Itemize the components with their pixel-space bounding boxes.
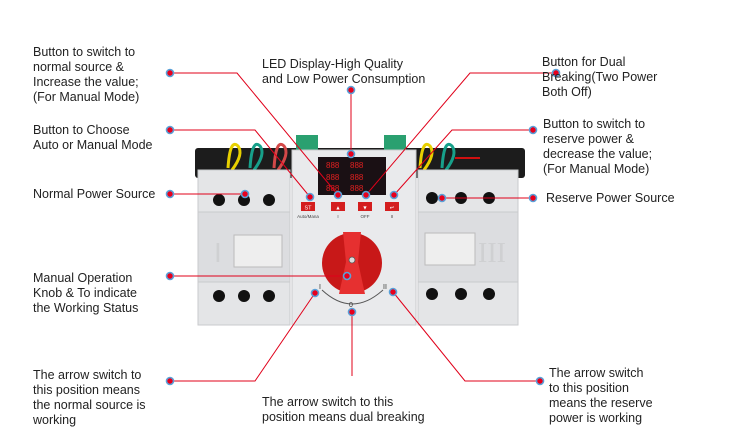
leader-line-arrow-normal — [170, 292, 316, 382]
label-reserve-power: Reserve Power Source — [546, 191, 675, 205]
control-buttons: ST ▲ ▼ ↵ Auto/Mana I OFF II — [297, 202, 399, 219]
marker-dots — [165, 68, 561, 386]
right-nameplate — [424, 232, 476, 266]
button-glyph: ↵ — [390, 206, 395, 212]
wire — [272, 142, 288, 171]
wire — [440, 142, 456, 171]
terminal-connector — [296, 135, 318, 153]
leader-line-dual-button — [365, 72, 556, 196]
label-reserve-button: Button to switch to reserve power & decr… — [543, 117, 653, 176]
button-caption: Auto/Mana — [297, 214, 319, 219]
marker-dot — [535, 376, 545, 386]
auto-manual-button[interactable] — [301, 202, 315, 211]
terminal-connector — [384, 135, 406, 153]
button-caption: OFF — [361, 214, 370, 219]
svg-text:888: 888 — [326, 161, 340, 170]
marker-dot — [165, 271, 175, 281]
marker-dot — [551, 68, 561, 78]
marker-dot — [528, 125, 538, 135]
leader-line-arrow-reserve — [392, 291, 540, 382]
button-caption: I — [337, 214, 338, 219]
knob-position-label: 0 — [349, 302, 353, 309]
marker-dot — [437, 193, 447, 203]
marker-dot — [310, 288, 320, 298]
label-arrow-normal: The arrow switch to this position means … — [33, 368, 146, 427]
button-caption: II — [391, 214, 394, 219]
label-dual-breaking-position: The arrow switch to this position means … — [262, 395, 425, 424]
marker-dot — [165, 189, 175, 199]
wire — [226, 142, 242, 171]
knob-position-label: I — [319, 284, 321, 291]
normal-source-button[interactable] — [331, 202, 345, 211]
knob-position-label: II — [383, 284, 387, 291]
label-auto-manual-button: Button to Choose Auto or Manual Mode — [33, 123, 153, 152]
marker-dot — [388, 287, 398, 297]
right-module-numeral: III — [478, 238, 506, 269]
wire — [248, 142, 264, 171]
marker-dot — [333, 190, 343, 200]
left-nameplate — [233, 234, 283, 268]
label-normal-button: Button to switch to normal source & Incr… — [33, 45, 140, 104]
reserve-source-button[interactable] — [385, 202, 399, 211]
marker-dot — [165, 376, 175, 386]
svg-text:888: 888 — [326, 173, 340, 182]
svg-text:888: 888 — [350, 161, 364, 170]
marker-dot — [347, 307, 357, 317]
button-glyph: ▲ — [335, 206, 340, 212]
marker-dot — [240, 189, 250, 199]
marker-dot — [342, 271, 352, 281]
label-manual-knob: Manual Operation Knob & To indicate the … — [33, 271, 139, 315]
svg-text:888: 888 — [350, 173, 364, 182]
button-glyph: ▼ — [362, 206, 367, 212]
marker-dot — [165, 68, 175, 78]
label-arrow-reserve: The arrow switch to this position means … — [549, 366, 653, 425]
marker-dot — [165, 125, 175, 135]
marker-dot — [389, 190, 399, 200]
label-dual-breaking-button: Button for Dual Breaking(Two Power Both … — [542, 55, 658, 99]
marker-dot — [346, 85, 356, 95]
button-glyph: ST — [304, 206, 312, 212]
leader-line-auto-manual — [170, 129, 311, 198]
marker-dot — [528, 193, 538, 203]
led-display — [318, 157, 386, 195]
wire — [418, 142, 434, 171]
label-normal-power: Normal Power Source — [33, 187, 156, 201]
label-led-display: LED Display-High Quality and Low Power C… — [262, 57, 426, 86]
knob-arc — [321, 289, 384, 305]
dual-breaking-button[interactable] — [358, 202, 372, 211]
svg-text:888: 888 — [350, 184, 364, 193]
leader-line-reserve-button — [393, 129, 533, 196]
marker-dot — [305, 192, 315, 202]
left-module-numeral: I — [214, 237, 222, 268]
leader-line-normal-button — [170, 72, 339, 196]
marker-dot — [346, 149, 356, 159]
marker-dot — [361, 190, 371, 200]
